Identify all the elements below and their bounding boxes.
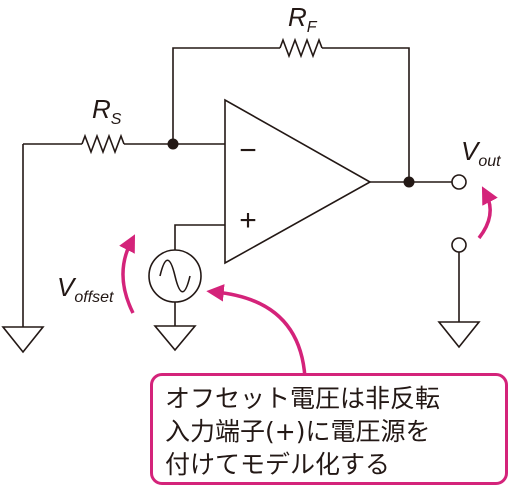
rf-resistor: [279, 37, 323, 59]
vout-label: Vout: [461, 136, 501, 170]
voffset-label: Voffset: [57, 272, 114, 306]
junction-dot-inverting: [167, 138, 179, 150]
source-ground-symbol: [153, 325, 197, 352]
voffset-arrow: [119, 234, 136, 314]
output-ground-symbol: [437, 321, 481, 349]
opamp-triangle: [224, 98, 372, 265]
callout-line-2: 入力端子(+)に電圧源を: [165, 417, 431, 446]
callout-line-3: 付けてモデル化する: [165, 450, 391, 479]
plus-sign: +: [239, 204, 257, 237]
callout-box: オフセット電圧は非反転 入力端子(+)に電圧源を 付けてモデル化する: [150, 373, 508, 485]
callout-pointer-arrow: [206, 284, 307, 379]
left-ground-symbol: [1, 326, 45, 354]
output-terminal-top: [451, 174, 467, 190]
rs-label: RS: [92, 94, 122, 128]
noninverting-wire: [174, 224, 225, 250]
vout-arrow: [477, 186, 498, 240]
minus-sign: −: [239, 134, 257, 167]
rf-label: RF: [288, 2, 318, 36]
callout-line-1: オフセット電圧は非反転: [165, 384, 441, 413]
feedback-wire: [172, 47, 410, 182]
sine-symbol: [159, 259, 191, 293]
rs-resistor: [81, 133, 125, 155]
output-terminal-bottom: [451, 237, 467, 253]
